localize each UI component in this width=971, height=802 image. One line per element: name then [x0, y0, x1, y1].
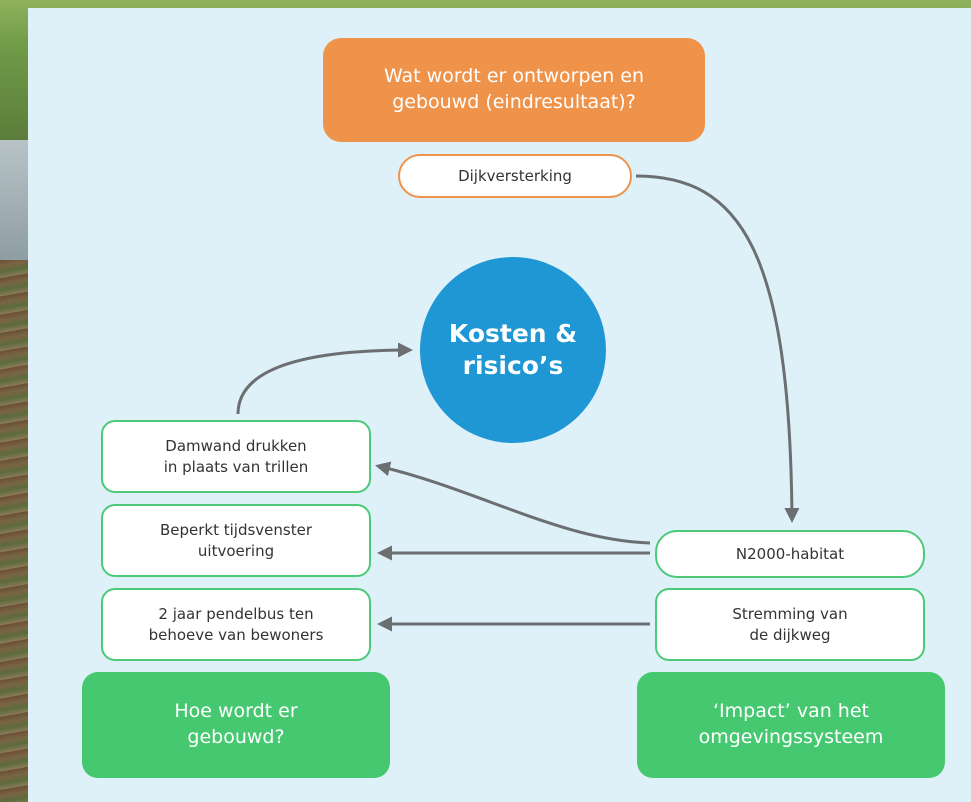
- n2000-node: N2000-habitat: [655, 530, 925, 578]
- design-result-title-text: Wat wordt er ontworpen en gebouwd (eindr…: [383, 65, 645, 113]
- pendelbus-text: 2 jaar pendelbus ten behoeve van bewoner…: [148, 605, 324, 644]
- n2000-text: N2000-habitat: [735, 544, 845, 563]
- tijdsvenster-node: Beperkt tijdsvenster uitvoering: [101, 504, 371, 577]
- arrow-dijkversterking-to-n2000: [635, 174, 800, 523]
- stremming-text: Stremming van de dijkweg: [732, 605, 848, 644]
- tijdsvenster-text: Beperkt tijdsvenster uitvoering: [159, 521, 313, 560]
- design-result-title: Wat wordt er ontworpen en gebouwd (eindr…: [323, 38, 705, 142]
- damwand-text: Damwand drukken in plaats van trillen: [163, 437, 309, 476]
- background-soil: [0, 260, 28, 802]
- construction-title: Hoe wordt er gebouwd?: [82, 672, 390, 778]
- construction-title-text: Hoe wordt er gebouwd?: [174, 700, 298, 748]
- dijkversterking-node: Dijkversterking: [398, 154, 632, 198]
- arrow-n2000-to-damwand: [375, 461, 651, 545]
- damwand-node: Damwand drukken in plaats van trillen: [101, 420, 371, 493]
- pendelbus-node: 2 jaar pendelbus ten behoeve van bewoner…: [101, 588, 371, 661]
- costs-risks-text: Kosten & risico’s: [448, 318, 578, 381]
- stremming-node: Stremming van de dijkweg: [655, 588, 925, 661]
- arrow-damwand-to-kosten: [236, 342, 413, 415]
- dijkversterking-text: Dijkversterking: [458, 166, 572, 185]
- costs-risks-circle: Kosten & risico’s: [420, 257, 606, 443]
- impact-title-text: ‘Impact’ van het omgevingssysteem: [698, 700, 884, 748]
- background-water: [0, 140, 28, 260]
- impact-title: ‘Impact’ van het omgevingssysteem: [637, 672, 945, 778]
